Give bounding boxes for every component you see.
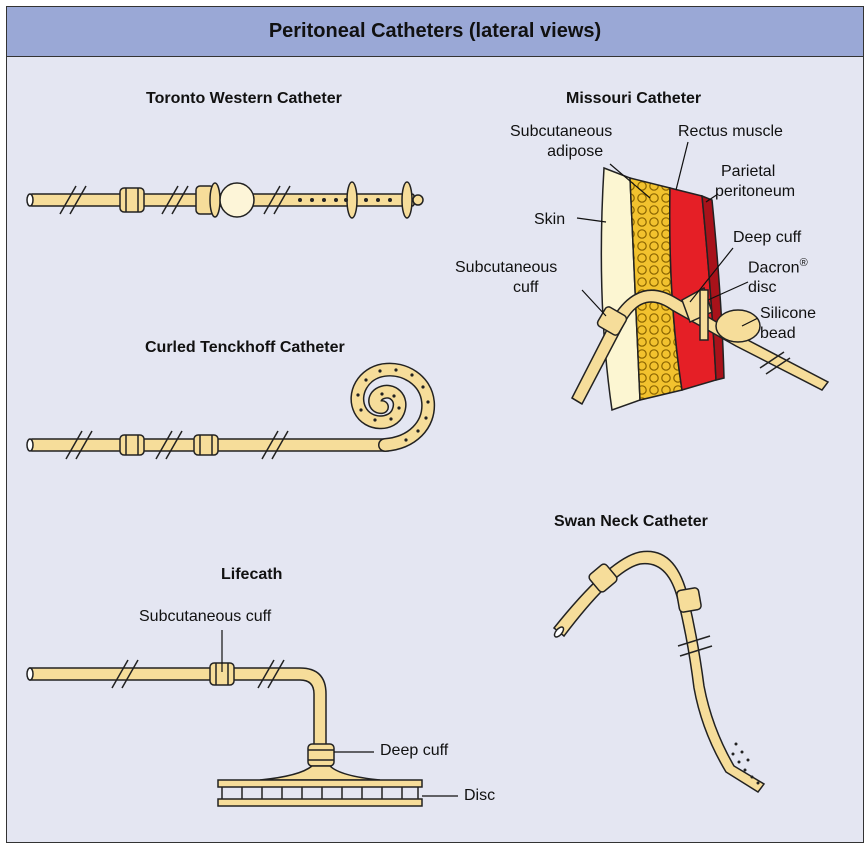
missouri-label-deep-cuff: Deep cuff [733, 228, 801, 248]
lifecath-leader-lines [222, 630, 458, 796]
curled-tube-open-end [27, 439, 33, 451]
toronto-silicone-bead [220, 183, 254, 217]
toronto-tube-tip [413, 195, 423, 205]
missouri-label-parietal-line1: Parietal [715, 163, 775, 180]
toronto-disc-2 [402, 182, 412, 218]
lifecath-title: Lifecath [221, 566, 282, 584]
toronto-disc-1 [347, 182, 357, 218]
lifecath-tube [30, 668, 326, 748]
lifecath-label-subcutaneous-cuff: Subcutaneous cuff [139, 607, 271, 627]
swan-neck-catheter [553, 551, 764, 792]
missouri-dacron-disc [700, 290, 708, 340]
missouri-label-silicone-line1: Silicone [760, 305, 816, 322]
lifecath-label-disc: Disc [464, 786, 495, 806]
curled-cuff-1 [120, 435, 144, 455]
missouri-label-silicone-bead: Silicone bead [760, 304, 816, 344]
swan-tube [554, 551, 764, 792]
lifecath-flare [260, 766, 380, 780]
swan-cuff-2 [676, 587, 701, 612]
lifecath-disc [218, 780, 422, 806]
missouri-label-subcuff-line1: Subcutaneous [455, 259, 557, 276]
missouri-label-subcutaneous-adipose: Subcutaneous adipose [510, 122, 612, 162]
toronto-cuff-1 [120, 188, 144, 212]
missouri-label-parietal-peritoneum: Parietal peritoneum [715, 162, 795, 202]
missouri-label-skin: Skin [534, 210, 565, 230]
lifecath-catheter [27, 630, 458, 806]
toronto-side-holes [298, 198, 392, 202]
toronto-title: Toronto Western Catheter [146, 90, 342, 108]
missouri-label-dacron-disc: Dacron® disc [748, 257, 808, 298]
lifecath-tube-open-end [27, 668, 33, 680]
missouri-label-rectus-muscle: Rectus muscle [678, 122, 783, 142]
missouri-label-adipose-line1: Subcutaneous [510, 123, 612, 140]
curled-cuff-2 [194, 435, 218, 455]
lifecath-deep-cuff [308, 744, 334, 766]
missouri-label-dacron-line2: disc [748, 279, 776, 296]
missouri-label-adipose-line2: adipose [519, 143, 603, 160]
missouri-label-subcutaneous-cuff: Subcutaneous cuff [455, 258, 557, 298]
missouri-silicone-bead [716, 310, 760, 342]
toronto-flange-1 [210, 183, 220, 217]
curled-title: Curled Tenckhoff Catheter [145, 339, 345, 357]
missouri-label-parietal-line2: peritoneum [715, 183, 795, 200]
missouri-label-dacron-line1: Dacron [748, 259, 800, 276]
missouri-label-silicone-line2: bead [760, 325, 796, 342]
missouri-label-dacron-registered: ® [800, 257, 808, 269]
toronto-western-catheter [27, 182, 423, 218]
lifecath-label-deep-cuff: Deep cuff [380, 741, 448, 761]
swan-title: Swan Neck Catheter [554, 513, 708, 531]
missouri-label-subcuff-line2: cuff [455, 279, 539, 296]
toronto-tube-open-end [27, 194, 33, 206]
curled-tenckhoff-catheter [27, 368, 430, 459]
missouri-title: Missouri Catheter [566, 90, 701, 108]
